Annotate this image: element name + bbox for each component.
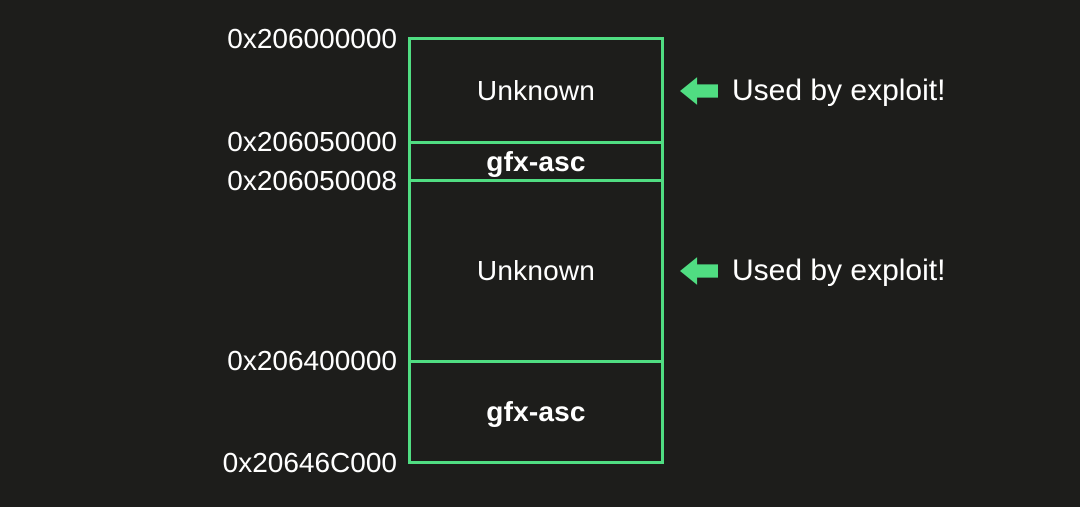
annotation-text: Used by exploit! xyxy=(732,74,946,107)
memory-region-gfx-asc-bottom: gfx-asc xyxy=(411,363,661,461)
address-label: 0x20646C000 xyxy=(222,447,397,478)
memory-region-gfx-asc-small: gfx-asc xyxy=(411,144,661,182)
annotation-text: Used by exploit! xyxy=(732,254,946,287)
address-label: 0x206400000 xyxy=(227,345,397,376)
left-arrow-icon xyxy=(680,257,718,285)
left-arrow-icon xyxy=(680,77,718,105)
memory-region-unknown-middle: Unknown xyxy=(411,182,661,363)
memory-region-unknown-top: Unknown xyxy=(411,40,661,144)
memory-map: Unknown gfx-asc Unknown gfx-asc xyxy=(408,37,664,464)
memory-region-label: gfx-asc xyxy=(486,145,586,177)
memory-region-label: gfx-asc xyxy=(486,396,586,427)
exploit-annotation: Used by exploit! xyxy=(680,256,945,286)
exploit-annotation: Used by exploit! xyxy=(680,76,945,106)
memory-region-label: Unknown xyxy=(476,74,596,106)
address-label: 0x206050000 xyxy=(227,126,397,157)
address-label: 0x206050008 xyxy=(227,165,397,196)
address-label: 0x206000000 xyxy=(227,23,397,54)
memory-region-label: Unknown xyxy=(476,255,596,286)
